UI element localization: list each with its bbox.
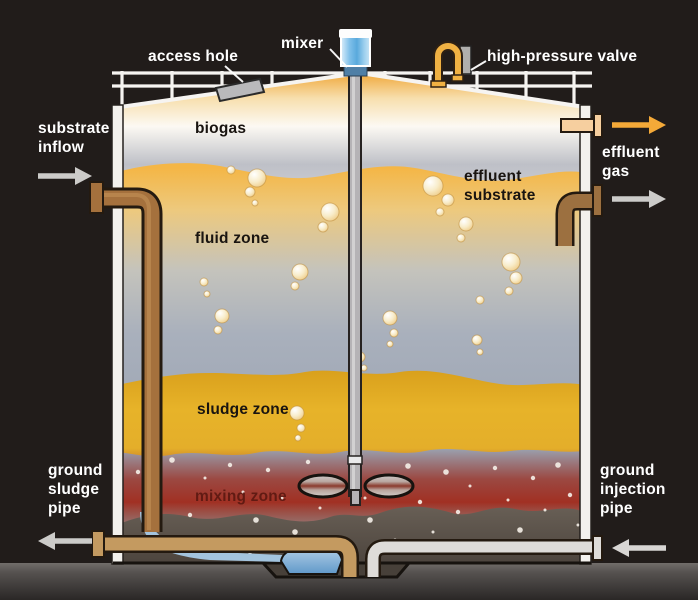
bubble — [251, 199, 259, 207]
bubble — [441, 193, 455, 207]
access-hole-pointer — [224, 65, 244, 83]
bubble — [213, 325, 223, 335]
ground-injection-pipe — [365, 535, 603, 577]
effluent-substrate-pipe — [555, 184, 603, 246]
label-substrate-inflow: substrate inflow — [38, 120, 110, 156]
bubble — [214, 308, 230, 324]
bubble — [456, 233, 466, 243]
tank-wall-left — [111, 104, 124, 565]
speck — [417, 499, 423, 505]
speck — [253, 517, 259, 523]
bubble — [501, 252, 521, 272]
mixer-shaft — [347, 71, 363, 497]
speck — [517, 527, 523, 533]
mixer-motor — [339, 29, 372, 77]
gas-bubbles — [199, 165, 523, 442]
bubble — [226, 165, 236, 175]
bubble — [475, 295, 485, 305]
label-mixer: mixer — [281, 35, 324, 52]
bubble — [317, 221, 329, 233]
speck — [135, 469, 141, 475]
flow-arrows — [38, 116, 666, 557]
label-high-pressure-valve: high-pressure valve — [487, 48, 638, 65]
pointer-lines — [224, 48, 487, 83]
ground-sludge-arrow — [38, 532, 92, 550]
bubble — [471, 334, 483, 346]
bubble — [244, 186, 256, 198]
label-fluid-zone: fluid zone — [195, 230, 270, 247]
speck — [227, 462, 233, 468]
speck — [443, 469, 449, 475]
valve-pointer — [470, 60, 487, 71]
label-sludge-zone: sludge zone — [197, 401, 289, 418]
substrate-inflow-pipe — [89, 181, 163, 532]
bubble — [296, 423, 306, 433]
speck — [492, 465, 498, 471]
high-pressure-valve — [430, 41, 472, 88]
speck — [576, 523, 580, 527]
label-ground-sludge-pipe: ground sludge pipe — [48, 462, 103, 517]
bubble — [509, 271, 523, 285]
effluent-substrate-arrow — [612, 190, 666, 208]
access-hole-hatch — [214, 77, 266, 103]
label-access-hole: access hole — [148, 48, 239, 65]
speck — [555, 462, 561, 468]
bubble — [290, 281, 300, 291]
bubble — [199, 277, 209, 287]
label-effluent-gas: effluent gas — [602, 144, 660, 180]
speck — [203, 476, 207, 480]
bubble — [247, 168, 267, 188]
speck — [280, 496, 284, 500]
speck — [187, 512, 193, 518]
bubble — [320, 202, 340, 222]
bubble — [203, 290, 211, 298]
label-mixing-zone: mixing zone — [195, 488, 287, 505]
speck — [530, 475, 536, 481]
speck — [367, 517, 373, 523]
bubble — [386, 340, 394, 348]
speck — [241, 490, 245, 494]
speck — [405, 463, 411, 469]
bubble — [294, 434, 302, 442]
speck — [431, 530, 435, 534]
speck — [468, 484, 472, 488]
bubble — [291, 263, 309, 281]
speck — [567, 492, 573, 498]
speck — [292, 529, 298, 535]
speck — [506, 498, 510, 502]
substrate-inflow-arrow — [38, 167, 92, 185]
bubble — [476, 348, 484, 356]
speck — [455, 509, 461, 515]
speck — [543, 508, 547, 512]
effluent-gas-arrow — [612, 116, 666, 134]
bubble — [382, 310, 398, 326]
speck — [318, 506, 322, 510]
bubble — [389, 328, 399, 338]
label-ground-injection-pipe: ground injection pipe — [600, 462, 666, 517]
tank-wall-right — [579, 104, 592, 565]
ground-sludge-pipe — [91, 530, 359, 577]
bubble — [422, 175, 444, 197]
bubble — [289, 405, 305, 421]
bubble — [504, 286, 514, 296]
mixer-pointer — [329, 48, 348, 68]
speck — [305, 459, 311, 465]
mixer-propeller — [297, 473, 415, 506]
speck — [363, 496, 367, 500]
label-biogas: biogas — [195, 120, 247, 137]
label-effluent-substrate: effluent substrate — [464, 168, 536, 204]
speck — [265, 467, 271, 473]
bubble — [435, 207, 445, 217]
ground-injection-arrow — [612, 539, 666, 557]
speck — [169, 457, 175, 463]
bubble — [458, 216, 474, 232]
effluent-gas-pipe — [560, 113, 603, 138]
